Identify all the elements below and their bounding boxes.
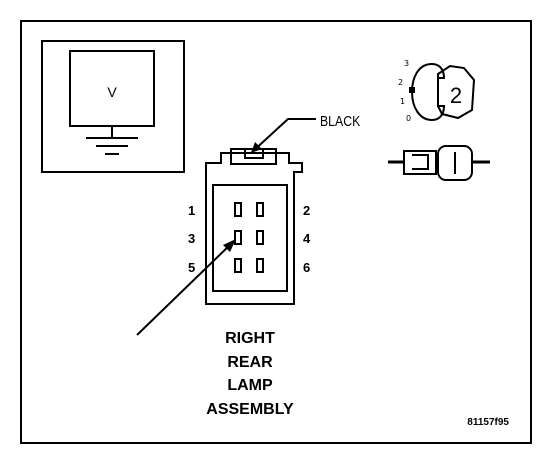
wire-color-label: BLACK [320,113,360,129]
key-position-3: 3 [404,59,409,68]
outer-frame [20,20,532,444]
key-position-2: 2 [398,78,403,87]
pin-slot-6 [256,258,264,273]
key-detent [409,87,415,93]
connector-face [212,184,288,292]
wire-label-leader [250,118,316,154]
connector-latch-tab [244,148,264,159]
pin-slot-2 [256,202,264,217]
pin-label-2: 2 [303,203,310,218]
key-side-body [403,150,437,175]
voltmeter-icon: V [41,40,185,173]
key-position-0: 0 [406,114,411,123]
pin-slot-1 [234,202,242,217]
key-position-icon: 3 2 1 0 2 [398,59,476,123]
pin-label-1: 1 [188,203,195,218]
title-line-right: RIGHT [225,330,275,347]
key-cylinder [410,62,446,122]
key-head [437,64,476,120]
connector [205,148,303,305]
connector-shell [205,152,303,305]
key-number: 2 [450,83,462,108]
pin-slot-3 [234,230,242,245]
title-line-lamp: LAMP [227,377,273,394]
probe-arrow-line [136,242,233,336]
key-side-view-icon [388,145,490,181]
title-line-rear: REAR [227,354,273,371]
key-side-notch [412,154,429,170]
pin-label-3: 3 [188,231,195,246]
title-line-assembly: ASSEMBLY [206,401,294,418]
pin-slots [234,202,264,273]
figure-id: 81157f95 [467,417,509,428]
meter-panel [41,40,185,173]
probe-arrowhead [223,239,236,252]
pin-slot-5 [234,258,242,273]
pin-label-5: 5 [188,260,195,275]
wire-label-arrowhead [251,142,262,153]
key-position-1: 1 [400,97,405,106]
pin-label-6: 6 [303,260,310,275]
meter-symbol: V [107,84,117,100]
pin-label-4: 4 [303,231,311,246]
pin-slot-4 [256,230,264,245]
